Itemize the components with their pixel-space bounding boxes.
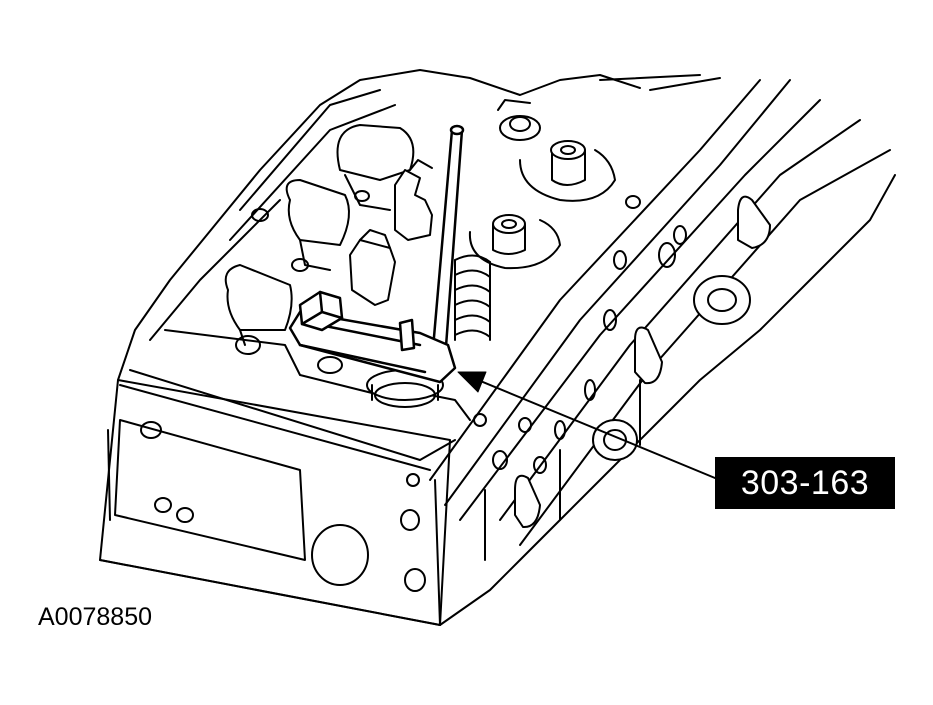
- coil-spring: [454, 254, 491, 341]
- plug-bosses: [473, 195, 771, 529]
- rocker-arms: [349, 159, 433, 306]
- front-face-recesses: [107, 419, 426, 592]
- valve-springs: [317, 99, 616, 408]
- figure-id-label: A0078850: [38, 603, 153, 631]
- callout-arrow: [457, 371, 716, 479]
- cam-lobes: [224, 124, 415, 355]
- cylinder-head-body: [99, 69, 896, 626]
- tool-callout-label: 303-163: [715, 457, 895, 509]
- special-tool: [288, 124, 465, 384]
